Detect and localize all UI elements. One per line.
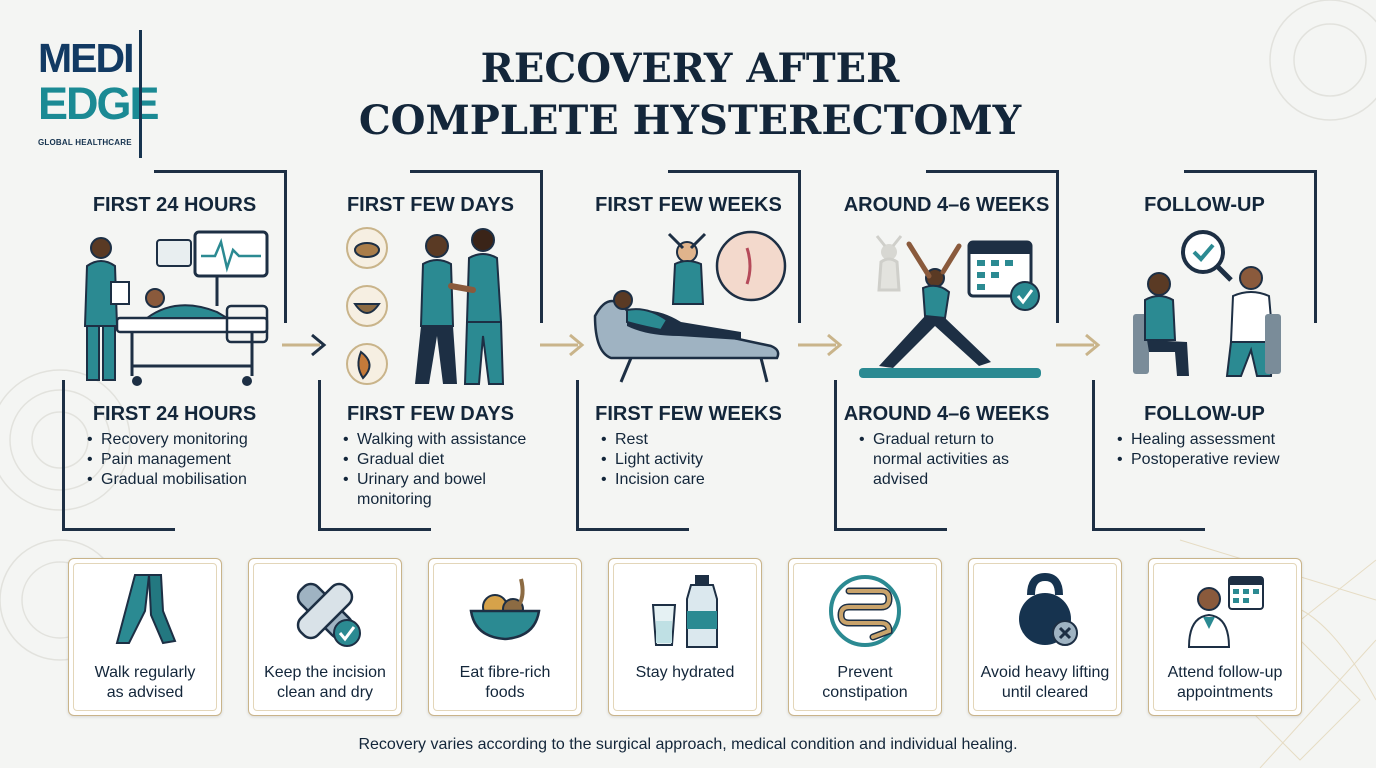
list-item: Healing assessment (1117, 430, 1280, 450)
intestine-icon (829, 575, 901, 647)
stage-list: Recovery monitoring Pain management Grad… (87, 430, 248, 490)
chevron-right-icon (540, 333, 585, 357)
list-item: Rest (601, 430, 705, 450)
stage-subheading: FOLLOW-UP (1144, 403, 1265, 425)
stage-follow-up: FOLLOW-UP FOLLOW-UP Healing assessment P… (1092, 170, 1317, 531)
brand-line-1: MEDI (38, 35, 134, 81)
list-item: Light activity (601, 450, 705, 470)
stage-list: Walking with assistance Gradual diet Uri… (343, 430, 526, 510)
list-item: Urinary and bowel (343, 470, 526, 490)
list-item-continued: advised (873, 471, 929, 488)
list-item: Gradual mobilisation (87, 470, 248, 490)
stage-frame-top (410, 170, 543, 323)
stage-heading: FIRST FEW DAYS (346, 194, 515, 216)
page-title-line-1: RECOVERY AFTER (480, 45, 900, 92)
bandage-check-icon (296, 582, 361, 647)
list-item: Incision care (601, 470, 705, 490)
page-title-line-2: COMPLETE HYSTERECTOMY (358, 97, 1022, 144)
stage-frame-top (668, 170, 801, 323)
stage-frame-top (154, 170, 287, 323)
doctor-consultation-illustration (1133, 230, 1281, 377)
list-item: Pain management (87, 450, 248, 470)
fruit-bowl-icon (469, 578, 541, 641)
brand-tagline: GLOBAL HEALTHCARE (38, 138, 132, 147)
stage-first-few-days: FIRST FEW DAYS FIRST FEW DAYS Walking wi… (318, 170, 543, 531)
doctor-calendar-icon (1187, 576, 1264, 648)
tip-card-hydrated: Stay hydrated (608, 558, 762, 716)
resting-on-chaise-illustration (593, 230, 787, 383)
stage-frame-bottom (318, 380, 431, 531)
stage-frame-bottom (1092, 380, 1205, 531)
stage-frame-bottom (834, 380, 947, 531)
stage-heading: FOLLOW-UP (1144, 194, 1265, 216)
stage-subheading: AROUND 4–6 WEEKS (843, 403, 1050, 425)
water-bottle-icon (651, 575, 718, 648)
stage-heading: AROUND 4–6 WEEKS (843, 194, 1050, 216)
stage-around-4-6-weeks: AROUND 4–6 WEEKS AROUND 4–6 WEEKS Gradua… (834, 170, 1059, 531)
stage-list: Healing assessment Postoperative review (1117, 430, 1280, 470)
chevron-right-icon (798, 333, 843, 357)
list-item-continued: normal activities as (873, 451, 1010, 468)
walking-legs-icon (115, 574, 177, 645)
chevron-right-icon (1056, 333, 1101, 357)
hospital-bed-monitoring-illustration (83, 230, 269, 386)
chevron-right-icon (282, 333, 327, 357)
list-item: Postoperative review (1117, 450, 1280, 470)
stage-frame-bottom (62, 380, 175, 531)
stage-list: Rest Light activity Incision care (601, 430, 705, 490)
tip-label: Stay hydrated (635, 664, 735, 681)
stage-subheading: FIRST FEW DAYS (346, 403, 515, 425)
footer-note: Recovery varies according to the surgica… (358, 736, 1018, 753)
logo-divider (139, 30, 142, 158)
stage-first-few-weeks: FIRST FEW WEEKS FIRST FEW WEEKS Rest Lig… (576, 170, 801, 531)
yoga-exercise-illustration (859, 235, 1041, 378)
list-item: Recovery monitoring (87, 430, 248, 450)
brand-logo: MEDI EDGE GLOBAL HEALTHCARE (34, 30, 160, 158)
list-item-continued: monitoring (357, 491, 432, 508)
stage-heading: FIRST FEW WEEKS (595, 194, 782, 216)
stage-heading: FIRST 24 HOURS (92, 194, 257, 216)
stage-first-24-hours: FIRST 24 HOURS FIRST 24 HOURS Recovery m… (62, 170, 287, 531)
stage-frame-top (1184, 170, 1317, 323)
stage-frame-top (926, 170, 1059, 323)
list-item: Walking with assistance (343, 430, 526, 450)
kettlebell-x-icon (1019, 572, 1078, 646)
stage-subheading: FIRST FEW WEEKS (595, 403, 782, 425)
stage-frame-bottom (576, 380, 689, 531)
list-item: Gradual diet (343, 450, 526, 470)
stage-list: Gradual return to normal activities as a… (859, 430, 1009, 490)
list-item: Gradual return to (859, 430, 1009, 450)
stage-subheading: FIRST 24 HOURS (92, 403, 257, 425)
assisted-walking-illustration (346, 227, 505, 385)
